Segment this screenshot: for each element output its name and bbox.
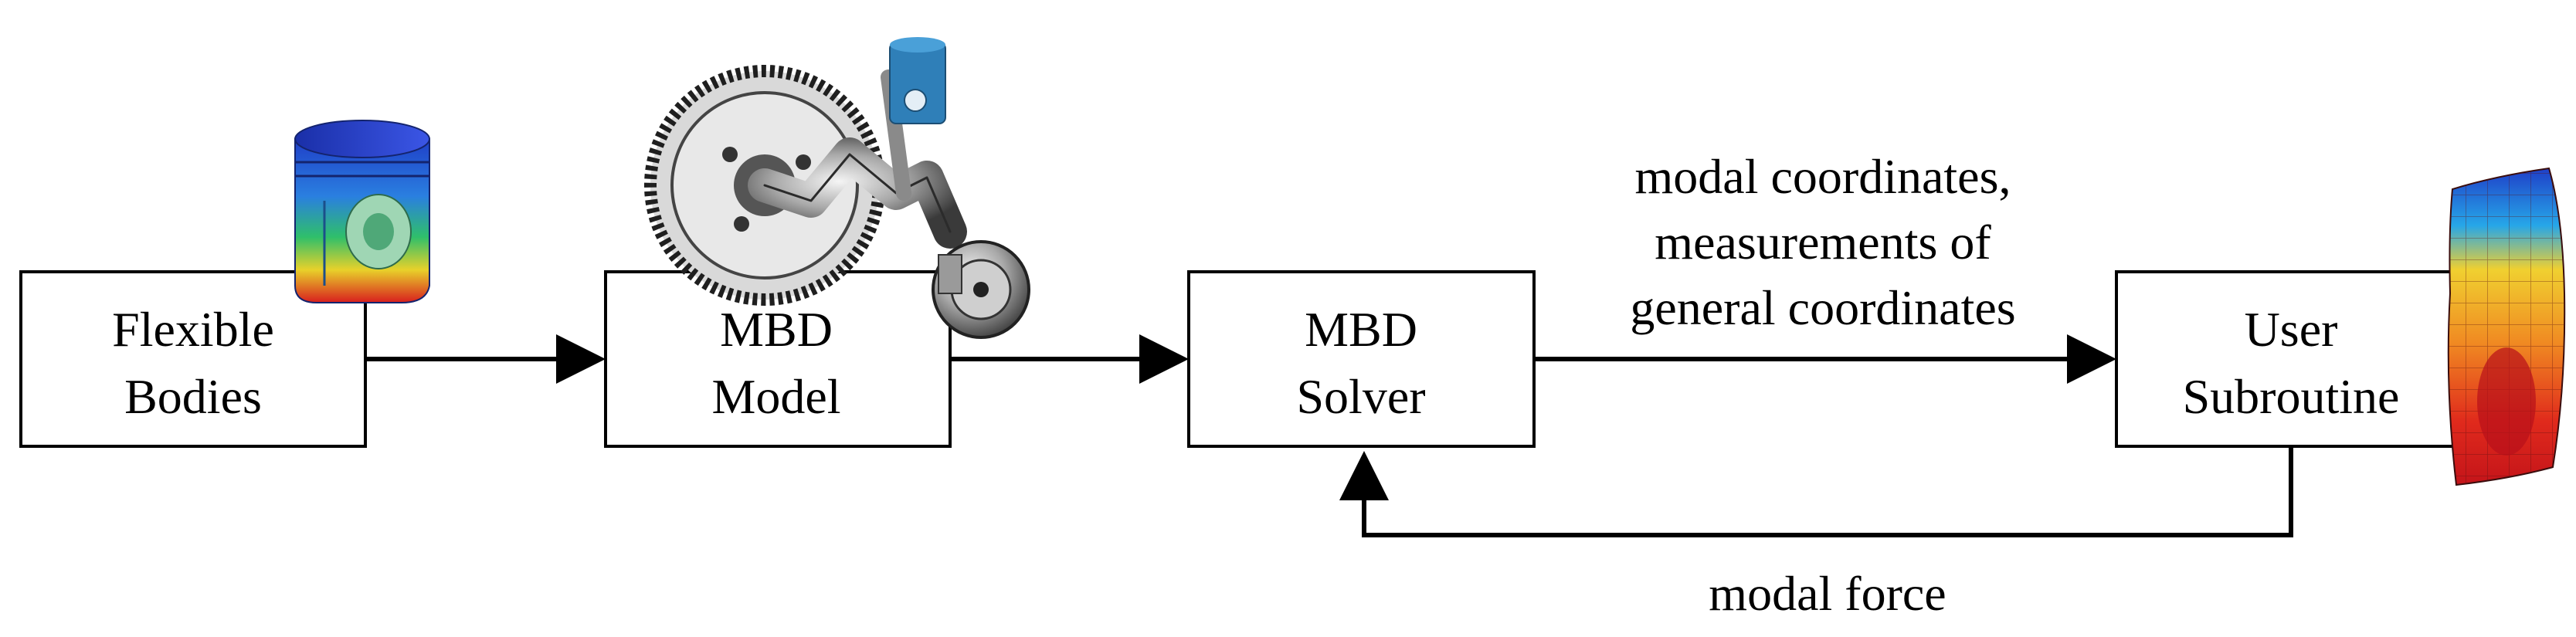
mbd-solver-box [1187, 270, 1536, 448]
mbd-solver-label-line1: MBD [1305, 302, 1417, 357]
fea-deformation-contour-image [2447, 167, 2566, 486]
crankshaft-assembly-image [644, 37, 1030, 339]
mbd-model-box [604, 270, 952, 448]
user-subroutine-label-line1: User [2245, 302, 2338, 357]
arrowhead-model [556, 334, 606, 384]
mbd-solver-label-line2: Solver [1296, 369, 1425, 424]
flexible-bodies-label-line1: Flexible [112, 302, 274, 357]
node-user-subroutine: User Subroutine [2115, 270, 2467, 448]
edge-label-line3: general coordinates [1630, 280, 2015, 335]
edge-label-line2: measurements of [1655, 215, 1991, 269]
arrowhead-solver-feedback [1339, 451, 1389, 500]
mbd-model-label-line2: Model [711, 369, 840, 424]
user-subroutine-label-line2: Subroutine [2183, 369, 2400, 424]
edge-label-solver-to-subroutine: modal coordinates, measurements of gener… [1630, 149, 2015, 335]
flexible-bodies-label-line2: Bodies [124, 369, 262, 424]
edge-label-modal-force: modal force [1709, 566, 1946, 621]
node-mbd-model: MBD Model [604, 270, 952, 448]
edges [365, 334, 2293, 537]
node-mbd-solver: MBD Solver [1187, 270, 1536, 448]
arrowhead-subroutine [2067, 334, 2116, 384]
arrowhead-solver [1139, 334, 1189, 384]
edge-label-line1: modal coordinates, [1635, 149, 2011, 204]
edge-subroutine-to-solver [1362, 446, 2293, 537]
mbd-model-label-line1: MBD [720, 302, 833, 357]
fea-piston-contour-image [294, 120, 430, 303]
